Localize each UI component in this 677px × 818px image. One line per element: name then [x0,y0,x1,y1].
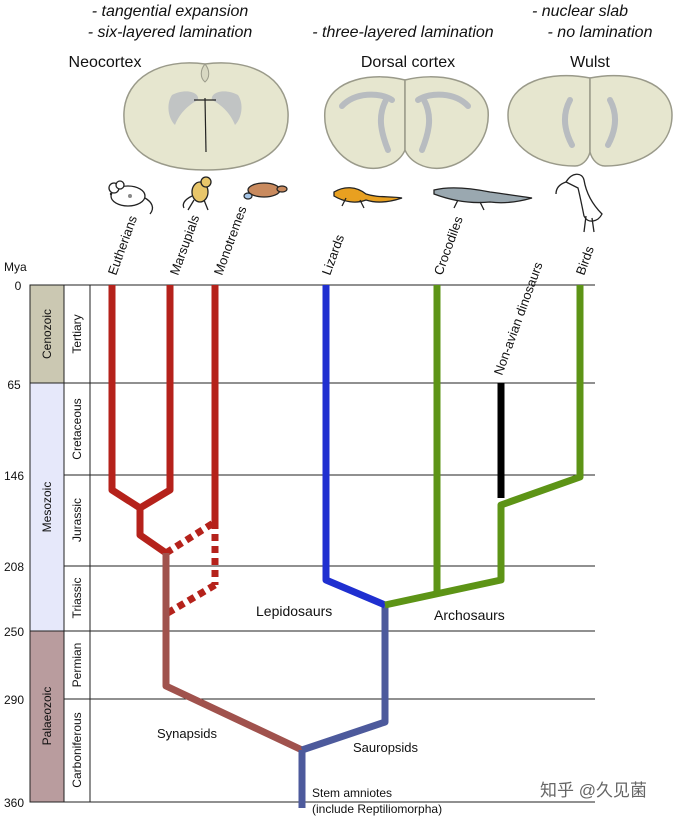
tick-label-360: 360 [4,796,24,810]
branch-synapsids [162,553,304,754]
taxon-label-non-avian-dinosaurs: Non-avian dinosaurs [491,259,546,377]
period-box-tertiary [63,284,91,384]
dorsal-cortex-note-1: - three-layered lamination [312,24,494,41]
era-box-mesozoic [29,382,65,632]
branch-marsupials [138,285,174,512]
period-label-triassic: Triassic [70,578,84,619]
period-label-permian: Permian [70,643,84,688]
period-box-jurassic [63,474,91,567]
clade-label-sauropsids: Sauropsids [353,740,419,755]
tick-label-0: 0 [15,279,22,293]
clade-label-stem-amniotes-note: (include Reptiliomorpha) [312,802,442,816]
branch-monotreme-link-lower [164,581,217,618]
tick-label-290: 290 [4,693,24,707]
taxon-label-marsupials: Marsupials [167,212,203,277]
bird-icon [555,173,603,233]
taxon-label-eutherians: Eutherians [105,213,141,277]
tick-label-65: 65 [7,378,21,392]
branch-lizards [322,285,387,609]
wulst-brain-icon [507,74,673,167]
clade-label-stem-amniotes: Stem amniotes [312,786,392,800]
era-label-palaeozoic: Palaeozoic [40,687,54,746]
taxon-label-lizards: Lizards [319,232,348,277]
period-label-cretaceous: Cretaceous [70,398,84,459]
taxon-label-crocodiles: Crocodiles [431,214,466,277]
mouse-icon [108,180,154,215]
branch-archosaur-base [384,285,584,609]
branch-therian-stem [136,508,168,556]
period-label-carboniferous: Carboniferous [70,712,84,787]
period-box-permian [63,630,91,700]
neocortex-brain-icon [123,62,289,171]
period-label-tertiary: Tertiary [70,314,84,353]
tick-label-250: 250 [4,625,24,639]
clade-label-synapsids: Synapsids [157,726,217,741]
wulst-note-1: - nuclear slab [532,3,628,20]
period-box-cretaceous [63,382,91,476]
tick-label-146: 146 [4,469,24,483]
monotreme-icon [243,182,288,200]
era-label-cenozoic: Cenozoic [40,309,54,359]
lizard-icon [333,187,403,209]
neocortex-note-1: - tangential expansion [92,3,249,20]
taxon-label-monotremes: Monotremes [211,204,250,277]
wulst-title: Wulst [570,54,610,71]
branch-eutherians [108,285,142,511]
wulst-note-2: - no lamination [548,24,653,41]
dorsal-cortex-brain-icon [324,76,489,170]
branch-sauropsids [300,605,389,754]
clade-label-archosaurs: Archosaurs [434,607,505,623]
period-box-triassic [63,565,91,632]
branch-monotreme-link-upper [164,519,217,556]
taxon-label-birds: Birds [573,244,597,277]
crocodile-icon [433,187,533,211]
clade-label-lepidosaurs: Lepidosaurs [256,603,332,619]
tick-label-208: 208 [4,560,24,574]
time-gridlines [90,284,595,803]
era-label-mesozoic: Mesozoic [40,482,54,533]
mya-unit-label: Mya [4,260,27,274]
watermark: 知乎 @久见菌 [540,781,647,800]
marsupial-icon [182,176,212,211]
period-box-carboniferous [63,698,91,803]
dorsal-cortex-title: Dorsal cortex [361,54,455,71]
neocortex-title: Neocortex [69,54,142,71]
era-box-cenozoic [29,284,65,384]
neocortex-note-2: - six-layered lamination [88,24,253,41]
period-label-jurassic: Jurassic [70,498,84,542]
